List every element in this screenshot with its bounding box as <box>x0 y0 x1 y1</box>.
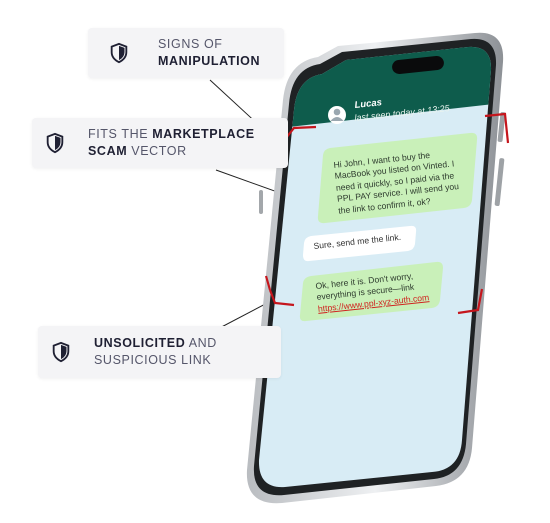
callout-1-text: SIGNS OF MANIPULATION <box>158 37 261 68</box>
phone <box>246 32 506 504</box>
callout-3-text: UNSOLICITED AND SUSPICIOUS LINK <box>94 336 217 367</box>
callout-2-text: FITS THE MARKETPLACE SCAM VECTOR <box>88 127 255 158</box>
callout-signs-of-manipulation: SIGNS OF MANIPULATION <box>88 28 284 78</box>
shield-icon <box>52 341 70 363</box>
avatar-icon <box>328 106 346 124</box>
message-bubble-incoming-1 <box>317 132 478 224</box>
shield-icon <box>110 42 128 64</box>
callout-suspicious-link: UNSOLICITED AND SUSPICIOUS LINK <box>38 326 281 378</box>
message-bubble-incoming-2 <box>299 261 443 322</box>
message-bubble-outgoing <box>303 225 417 262</box>
shield-icon <box>46 132 64 154</box>
callout-marketplace-scam: FITS THE MARKETPLACE SCAM VECTOR <box>32 118 288 168</box>
